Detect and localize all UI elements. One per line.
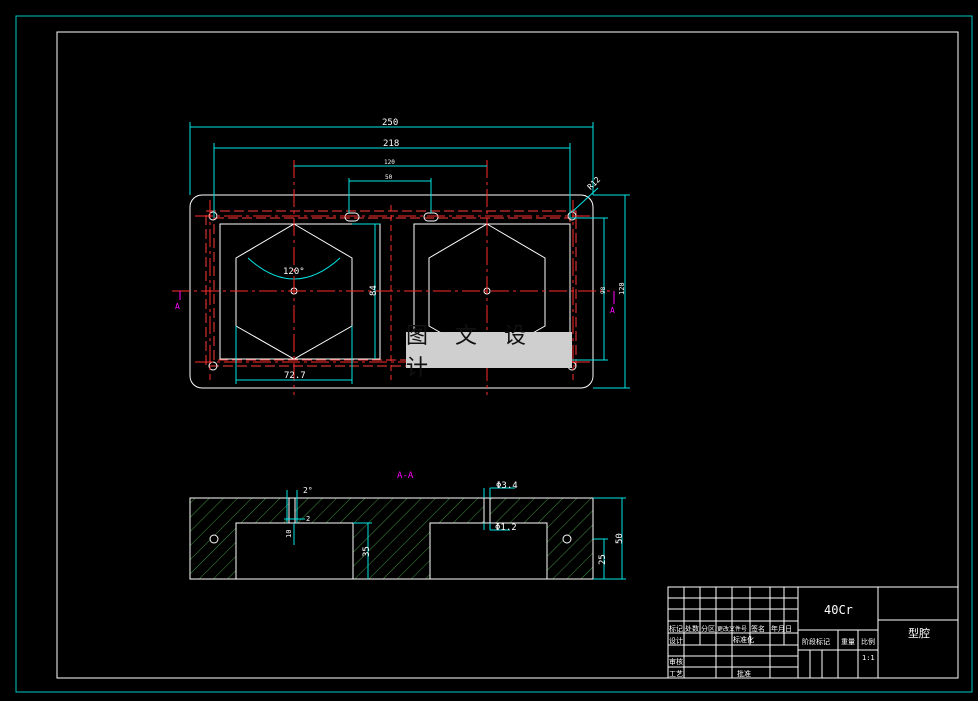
approve-label: 批准	[737, 669, 751, 678]
hdr-change: 更改文件号	[717, 625, 747, 633]
weight-label: 重量	[841, 638, 855, 646]
row-process: 工艺	[669, 670, 683, 678]
hdr-date: 年月日	[771, 624, 792, 633]
sec-dim-pocket-depth: 35	[362, 546, 372, 557]
section-view: A-A 2° 2 10 35	[189, 471, 626, 580]
section-pin-left	[288, 497, 296, 524]
dim-center-distance: 120	[384, 159, 395, 166]
dim-hex-height: 84	[369, 285, 379, 296]
dim-hex-flat: 72.7	[284, 371, 306, 381]
section-pin-right	[483, 497, 491, 524]
dim-overall-width: 250	[382, 118, 398, 128]
top-view: 120°	[172, 118, 630, 395]
row-mark: 标记	[669, 624, 683, 633]
hdr-zone: 分区	[701, 624, 715, 633]
sec-dim-side-height: 25	[598, 554, 608, 565]
hdr-count: 处数	[685, 624, 699, 633]
dim-corner-radius: R12	[586, 175, 603, 192]
sec-dim-depth: 10	[285, 530, 293, 538]
dim-right-outer: 120	[618, 282, 626, 295]
slot-right	[423, 212, 439, 222]
outer-border	[15, 15, 973, 693]
sec-dim-small: 2	[306, 515, 310, 523]
sec-dim-angle: 2°	[303, 486, 313, 495]
section-hole-left	[209, 534, 219, 544]
dim-inner-width: 218	[383, 139, 399, 149]
section-title: A-A	[397, 471, 414, 481]
section-hole-right	[562, 534, 572, 544]
scale-value: 1:1	[862, 654, 875, 662]
drawing-frame	[56, 31, 959, 679]
watermark: 图 文 设 计	[406, 324, 572, 381]
section-pocket-right	[429, 522, 548, 580]
title-block	[667, 586, 959, 679]
row-review: 审核	[669, 657, 683, 666]
part-name: 型腔	[908, 626, 930, 640]
stage-label: 阶段标记	[802, 637, 830, 646]
sec-dim-hole-small: Φ1.2	[495, 523, 517, 533]
title-block-text: 40Cr 型腔 标记 设计 审核 工艺 处数 分区 更改文件号 签名 年月日 标…	[669, 603, 930, 678]
dim-right-inner: 98	[600, 286, 607, 294]
dim-slot-width: 50	[385, 174, 393, 181]
hdr-sign: 签名	[751, 624, 765, 633]
slot-left	[344, 212, 360, 222]
sec-dim-hole-top: Φ3.4	[496, 481, 518, 491]
standard-label: 标准化	[733, 635, 754, 644]
scale-label: 比例	[861, 637, 875, 646]
section-marker-left: A	[175, 302, 180, 311]
sec-dim-total-height: 50	[615, 533, 625, 544]
row-design: 设计	[669, 636, 683, 645]
section-marker-right: A	[610, 306, 615, 315]
material: 40Cr	[824, 603, 853, 617]
